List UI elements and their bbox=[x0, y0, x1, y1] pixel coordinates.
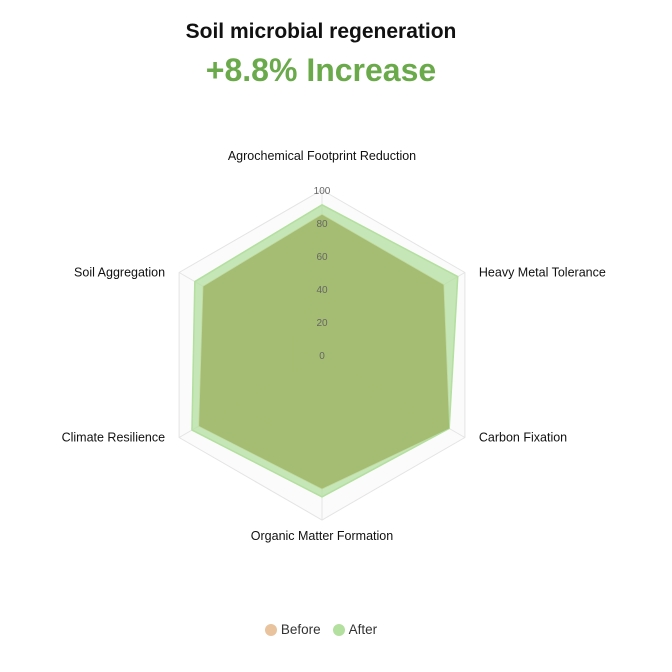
radial-tick-label: 60 bbox=[316, 252, 328, 263]
axis-label: Carbon Fixation bbox=[479, 431, 567, 445]
axis-label: Organic Matter Formation bbox=[251, 529, 393, 543]
axis-label: Climate Resilience bbox=[62, 431, 166, 445]
radial-tick-label: 20 bbox=[316, 318, 328, 329]
radial-tick-label: 0 bbox=[319, 351, 325, 362]
legend-item-after[interactable]: After bbox=[332, 622, 378, 637]
chart-title: Soil microbial regeneration bbox=[185, 20, 457, 43]
legend-swatch-after bbox=[332, 623, 345, 636]
axis-label: Soil Aggregation bbox=[74, 266, 165, 280]
axis-label: Heavy Metal Tolerance bbox=[479, 266, 606, 280]
legend-label-after: After bbox=[348, 622, 378, 637]
axis-label: Agrochemical Footprint Reduction bbox=[228, 149, 416, 163]
legend-swatch-before bbox=[264, 623, 277, 636]
radial-tick-label: 40 bbox=[316, 285, 328, 296]
chart-subtitle: +8.8% Increase bbox=[205, 52, 437, 88]
legend-label-before: Before bbox=[280, 622, 321, 637]
radial-tick-label: 100 bbox=[314, 186, 331, 197]
legend-item-before[interactable]: Before bbox=[264, 622, 321, 637]
series-overlap-area bbox=[199, 214, 450, 489]
chart-legend: Before After bbox=[0, 622, 642, 637]
radial-tick-label: 80 bbox=[316, 219, 328, 230]
